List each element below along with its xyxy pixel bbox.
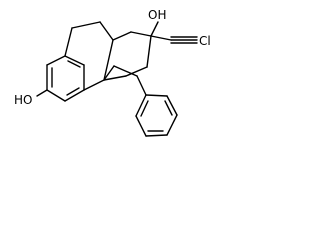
double-bond xyxy=(66,87,80,96)
bond-c-oh-left xyxy=(36,89,48,97)
ring-c-bonds xyxy=(103,31,152,81)
bond xyxy=(83,79,105,91)
bond xyxy=(166,114,178,136)
bond xyxy=(146,35,152,68)
double-bond xyxy=(67,60,81,68)
bond xyxy=(145,94,168,97)
chloroethynyl-bonds xyxy=(150,35,198,44)
bond xyxy=(64,89,85,102)
bond xyxy=(150,35,172,41)
bond xyxy=(71,21,101,29)
bond xyxy=(113,65,138,77)
bond xyxy=(103,39,114,81)
double-bond xyxy=(140,100,149,117)
bond xyxy=(103,75,127,81)
bond xyxy=(135,115,147,137)
bond xyxy=(112,31,132,41)
structure-canvas: OH Cl HO xyxy=(0,0,240,154)
bond xyxy=(99,21,114,41)
bond xyxy=(135,94,147,117)
bond xyxy=(145,134,168,137)
bond-c-oh xyxy=(150,21,159,37)
ho-label-left: HO xyxy=(14,93,32,107)
ring-b-bonds xyxy=(64,21,114,91)
phenyl-ring-bonds xyxy=(135,75,178,137)
bond xyxy=(46,89,66,102)
bond xyxy=(125,66,148,77)
ring-a-bonds xyxy=(46,55,85,102)
bond xyxy=(64,55,85,66)
bond xyxy=(166,95,178,116)
bond xyxy=(46,55,66,66)
cl-label: Cl xyxy=(199,34,211,48)
double-bond xyxy=(164,100,173,116)
oh-label-top: OH xyxy=(148,8,166,22)
molecule-diagram: OH Cl HO xyxy=(14,8,211,137)
bond xyxy=(103,65,115,81)
bond xyxy=(130,31,152,37)
bond xyxy=(136,75,147,96)
bond xyxy=(64,27,73,57)
